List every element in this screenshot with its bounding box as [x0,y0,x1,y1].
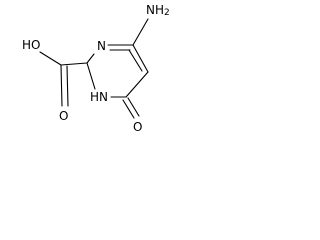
amino-subscript-text: 2 [164,8,170,18]
bond-cooh-oh [39,51,62,66]
amino-label: NH2 [146,3,170,18]
pyrimidine-structure-diagram: NH2 HO N HN O O [22,3,170,134]
bond-lines [39,18,149,119]
carboxyl-oh-label: HO [22,38,40,52]
bond-c6-o-inner [127,97,140,117]
bond-c2-n1 [86,62,96,90]
bond-c6-o [122,99,135,119]
bond-n3-c2 [86,53,95,64]
ring-n1h-label: HN [90,90,108,104]
bond-c2-cooh [60,62,88,66]
keto-o-label: O [133,120,142,134]
bond-cooh-o-inner [66,65,69,107]
bond-c4-nh2 [132,18,149,46]
ring-n3-label: N [97,39,106,53]
bond-c6-c5 [125,71,149,98]
amino-nh-text: NH [146,3,164,17]
carboxyl-o-label: O [59,109,68,123]
bond-c5-c4-inner [128,49,143,72]
atom-labels: NH2 HO N HN O O [22,3,170,134]
bond-c5-c4 [132,44,149,73]
bond-cooh-o [60,64,63,107]
